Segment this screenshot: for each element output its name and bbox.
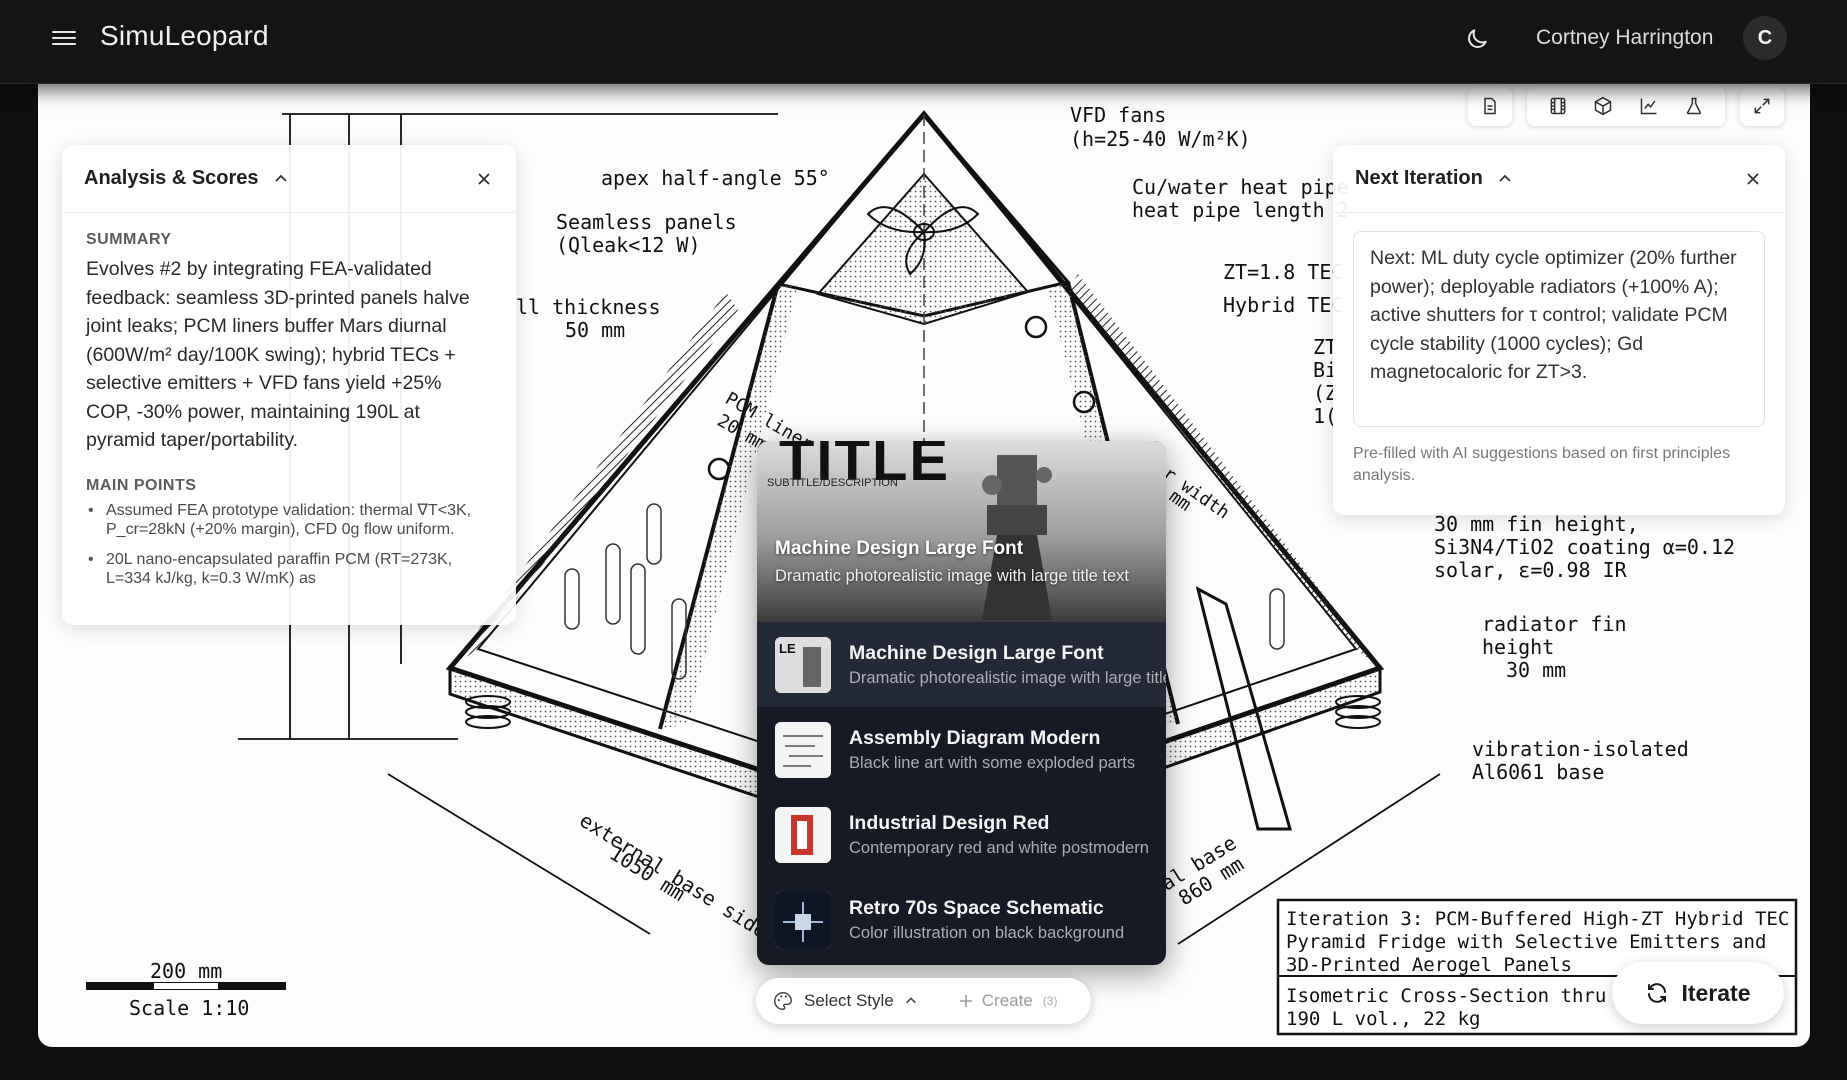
next-iteration-note: Pre-filled with AI suggestions based on … bbox=[1353, 445, 1731, 484]
seamless-label: Seamless panels bbox=[556, 210, 737, 234]
preview-big-title: TITLE bbox=[779, 441, 951, 493]
create-count: (3) bbox=[1042, 994, 1058, 1008]
vib1-label: vibration-isolated bbox=[1472, 737, 1689, 761]
cu-label: Cu/water heat pipe bbox=[1132, 175, 1349, 199]
zt-label: ZT=1.8 TEC bbox=[1223, 260, 1343, 284]
preview-style-desc: Dramatic photorealistic image with large… bbox=[775, 567, 1129, 585]
title-block-line1: Iteration 3: PCM-Buffered High-ZT Hybrid… bbox=[1286, 908, 1789, 930]
vfd-h-label: (h=25-40 W/m²K) bbox=[1070, 127, 1251, 151]
document-toolbar bbox=[1468, 86, 1512, 126]
cu2-label: heat pipe length 2 bbox=[1132, 198, 1349, 222]
avatar[interactable]: C bbox=[1743, 16, 1787, 60]
style-dropdown: TITLE SUBTITLE/DESCRIPTION Machine Desig… bbox=[757, 441, 1166, 965]
style-thumbnail bbox=[775, 721, 831, 778]
moon-icon[interactable] bbox=[1464, 26, 1490, 52]
style-desc: Contemporary red and white postmodern bbox=[849, 838, 1149, 857]
fin-label: 30 mm fin height, bbox=[1434, 512, 1639, 536]
scale-mm-label: 200 mm bbox=[150, 959, 222, 983]
top-bar: SimuLeopard Cortney Harrington C bbox=[0, 0, 1847, 84]
apex-label: apex half-angle 55° bbox=[601, 166, 830, 190]
analysis-header[interactable]: Analysis & Scores bbox=[62, 145, 516, 213]
next-iteration-textarea[interactable]: Next: ML duty cycle optimizer (20% furth… bbox=[1353, 231, 1765, 427]
style-thumbnail bbox=[775, 891, 831, 948]
analysis-title: Analysis & Scores bbox=[84, 167, 259, 189]
main-points-list: Assumed FEA prototype validation: therma… bbox=[86, 501, 492, 589]
chevron-up-icon bbox=[905, 997, 916, 1004]
document-icon[interactable] bbox=[1478, 94, 1502, 118]
cube-icon[interactable] bbox=[1591, 94, 1615, 118]
analysis-panel: Analysis & Scores SUMMARY Evolves #2 by … bbox=[62, 145, 516, 625]
title-block-line2: Pyramid Fridge with Selective Emitters a… bbox=[1286, 931, 1766, 953]
refresh-icon bbox=[1648, 983, 1667, 1003]
palette-icon bbox=[774, 992, 792, 1010]
next-iteration-header[interactable]: Next Iteration bbox=[1333, 145, 1785, 213]
style-preview: TITLE SUBTITLE/DESCRIPTION Machine Desig… bbox=[757, 441, 1166, 622]
vib2-label: Al6061 base bbox=[1472, 760, 1604, 784]
style-name: Assembly Diagram Modern bbox=[849, 726, 1101, 749]
main-points-heading: MAIN POINTS bbox=[86, 476, 197, 494]
style-option-retro-space[interactable]: Retro 70s Space Schematic Color illustra… bbox=[757, 877, 1166, 962]
user-name[interactable]: Cortney Harrington bbox=[1536, 26, 1714, 49]
select-style-label: Select Style bbox=[804, 991, 894, 1010]
close-icon[interactable] bbox=[1743, 169, 1763, 189]
wall-mm-label: 50 mm bbox=[565, 318, 625, 342]
style-desc: Color illustration on black background bbox=[849, 923, 1125, 942]
solar-label: solar, ε=0.98 IR bbox=[1434, 558, 1628, 582]
style-option-machine-design[interactable]: LE Machine Design Large Font Dramatic ph… bbox=[757, 622, 1166, 707]
rad1-label: radiator fin bbox=[1482, 612, 1627, 636]
expand-icon[interactable] bbox=[1750, 94, 1774, 118]
iterate-label: Iterate bbox=[1681, 979, 1751, 1006]
rad2-label: height bbox=[1482, 635, 1554, 659]
next-iteration-title: Next Iteration bbox=[1355, 167, 1483, 189]
next-iteration-panel: Next Iteration Next: ML duty cycle optim… bbox=[1333, 145, 1785, 515]
coat-label: Si3N4/TiO2 coating α=0.12 bbox=[1434, 535, 1735, 559]
svg-text:LE: LE bbox=[779, 641, 796, 656]
create-label: Create bbox=[981, 991, 1033, 1010]
chevron-up-icon[interactable] bbox=[1497, 171, 1513, 187]
title-block-line3: 3D-Printed Aerogel Panels bbox=[1286, 954, 1572, 976]
bottom-action-bar: Select Style Create (3) bbox=[756, 978, 1091, 1024]
summary-text: Evolves #2 by integrating FEA-validated … bbox=[86, 258, 470, 451]
style-option-industrial-red[interactable]: Industrial Design Red Contemporary red a… bbox=[757, 792, 1166, 877]
style-name: Retro 70s Space Schematic bbox=[849, 896, 1104, 919]
style-option-assembly-diagram[interactable]: Assembly Diagram Modern Black line art w… bbox=[757, 707, 1166, 792]
wall-label: ll thickness bbox=[516, 295, 661, 319]
engine-image bbox=[982, 455, 1052, 620]
view-toolbar bbox=[1527, 86, 1725, 126]
app-title: SimuLeopard bbox=[100, 20, 269, 51]
title-block-iso1: Isometric Cross-Section thru bbox=[1286, 985, 1606, 1007]
rad3-label: 30 mm bbox=[1506, 658, 1566, 682]
preview-style-name: Machine Design Large Font bbox=[775, 538, 1024, 559]
scale-label: Scale 1:10 bbox=[129, 996, 249, 1020]
create-button[interactable]: Create (3) bbox=[958, 991, 1058, 1011]
qleak-label: (Qleak<12 W) bbox=[556, 233, 701, 257]
style-desc: Dramatic photorealistic image with large… bbox=[849, 668, 1166, 687]
iterate-button[interactable]: Iterate bbox=[1612, 962, 1784, 1024]
hamburger-menu-icon[interactable] bbox=[52, 27, 76, 51]
film-icon[interactable] bbox=[1546, 94, 1570, 118]
style-name: Machine Design Large Font bbox=[849, 641, 1104, 664]
chart-icon[interactable] bbox=[1637, 94, 1661, 118]
style-thumbnail bbox=[775, 806, 831, 863]
close-icon[interactable] bbox=[474, 169, 494, 189]
summary-heading: SUMMARY bbox=[86, 231, 172, 248]
title-block-iso2: 190 L vol., 22 kg bbox=[1286, 1008, 1480, 1030]
vfd-label: VFD fans bbox=[1070, 103, 1166, 127]
plus-icon bbox=[959, 995, 972, 1007]
fan-icon bbox=[866, 206, 980, 276]
select-style-button[interactable]: Select Style bbox=[772, 990, 918, 1012]
style-name: Industrial Design Red bbox=[849, 811, 1050, 834]
list-item: Assumed FEA prototype validation: therma… bbox=[86, 501, 492, 540]
flask-icon[interactable] bbox=[1682, 94, 1706, 118]
list-item: 20L nano-encapsulated paraffin PCM (RT=2… bbox=[86, 550, 492, 589]
style-thumbnail: LE bbox=[775, 636, 831, 693]
chevron-up-icon[interactable] bbox=[273, 171, 289, 187]
hybrid-label: Hybrid TEC bbox=[1223, 293, 1343, 317]
preview-subtitle: SUBTITLE/DESCRIPTION bbox=[767, 477, 898, 489]
style-desc: Black line art with some exploded parts bbox=[849, 753, 1136, 772]
expand-toolbar bbox=[1740, 86, 1784, 126]
